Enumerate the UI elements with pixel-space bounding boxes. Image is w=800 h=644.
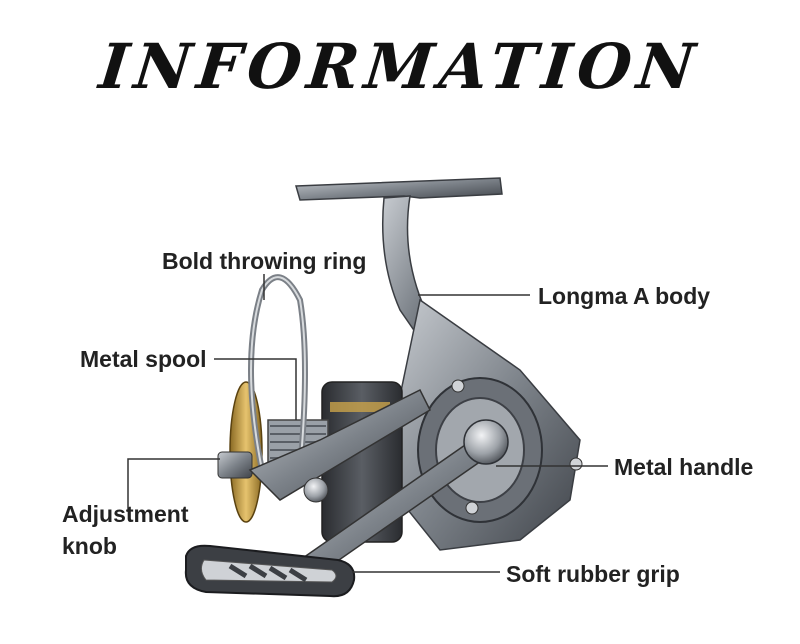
label-metal-handle: Metal handle xyxy=(614,454,754,480)
label-body: Longma A body xyxy=(538,283,711,309)
leader-metal-spool xyxy=(214,358,297,420)
leader-adjustment-knob xyxy=(127,458,220,512)
label-adjustment-knob: Adjustment knob xyxy=(62,501,189,559)
throwing-ring xyxy=(248,274,431,503)
label-rubber-grip: Soft rubber grip xyxy=(506,561,680,587)
label-metal-spool: Metal spool xyxy=(80,346,207,372)
leader-lines xyxy=(127,274,608,573)
label-throwing-ring: Bold throwing ring xyxy=(162,248,367,274)
rubber-grip xyxy=(184,544,356,598)
